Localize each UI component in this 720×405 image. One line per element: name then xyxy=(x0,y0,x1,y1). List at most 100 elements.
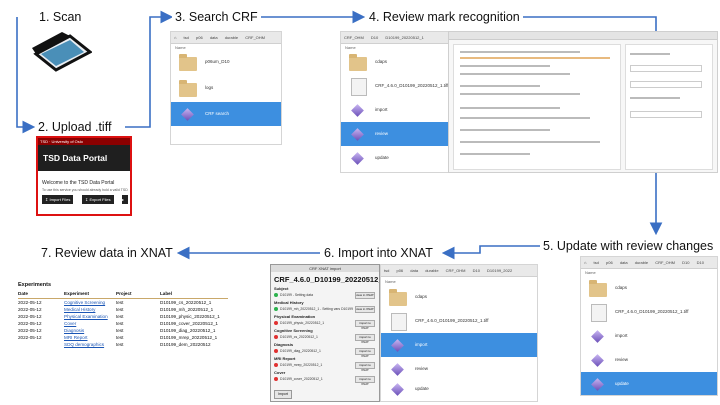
table-cell: 2022-05-12 xyxy=(18,300,42,305)
file-row[interactable]: review xyxy=(381,357,537,381)
file-name: update xyxy=(415,386,429,391)
home-icon[interactable]: ⌂ xyxy=(174,35,177,40)
file-row[interactable]: update xyxy=(341,146,451,170)
file-name: CRF_4.6.0_D10199_20220512_1.tiff xyxy=(615,309,689,314)
table-cell: test xyxy=(116,300,124,305)
path-tab[interactable]: D10 xyxy=(696,260,704,265)
more-button[interactable]: ▸ xyxy=(122,195,128,204)
tsd-hint-text: To use this service you should already h… xyxy=(42,188,128,192)
experiment-link[interactable]: Physical Examination xyxy=(64,314,108,319)
form-side-panel xyxy=(625,44,713,170)
path-tab[interactable]: CRF_OHM xyxy=(655,260,675,265)
file-row-selected[interactable]: CRF search xyxy=(171,102,281,126)
path-tab[interactable]: CRF_OHM xyxy=(344,35,364,40)
import-to-xnat-button[interactable]: import to XNAT xyxy=(355,320,375,330)
path-tab[interactable]: tsd xyxy=(384,268,390,273)
file-row-selected[interactable]: review xyxy=(341,122,451,146)
column-header[interactable]: Label xyxy=(160,291,172,296)
file-row[interactable]: import xyxy=(581,324,717,348)
section-title: Cognitive Screening xyxy=(274,328,313,333)
review-form-screenshot xyxy=(448,31,718,173)
export-files-label: Export Files xyxy=(89,197,111,202)
view-in-xnat-button[interactable]: view in XNAT xyxy=(355,306,375,313)
file-row[interactable]: cdaps xyxy=(341,50,451,74)
file-row[interactable]: CRF_4.6.0_D10199_20220512_1.tiff xyxy=(381,309,537,333)
import-files-button[interactable]: ↥ Import Files xyxy=(42,195,74,204)
export-files-button[interactable]: ↧ Export Files xyxy=(82,195,114,204)
section-item: D10199_cs_20220512_1 xyxy=(274,335,318,340)
import-button[interactable]: Import xyxy=(274,390,292,399)
search-crf-window: ⌂ tsd p06 data durable CRF_OHM Name p06u… xyxy=(170,31,282,145)
file-row[interactable]: logs xyxy=(171,76,281,100)
path-tab[interactable]: tsd xyxy=(593,260,599,265)
file-row[interactable]: import xyxy=(341,98,451,122)
import-to-xnat-button[interactable]: import to XNAT xyxy=(355,376,375,386)
document-icon xyxy=(391,313,407,331)
section-item: D10199 - Setting data xyxy=(274,293,313,298)
experiment-link[interactable]: Medical History xyxy=(64,307,96,312)
experiment-link[interactable]: Cognitive Screening xyxy=(64,300,106,305)
section-title: Physical Examination xyxy=(274,314,316,319)
path-tab[interactable]: tsd xyxy=(183,35,189,40)
file-name: p06um_D10 xyxy=(205,59,230,64)
path-tab[interactable]: p06 xyxy=(606,260,613,265)
file-name: import xyxy=(375,107,388,112)
view-in-xnat-button[interactable]: view in XNAT xyxy=(355,292,375,299)
path-tab[interactable]: data xyxy=(410,268,419,273)
path-tab[interactable]: D10199_2022 xyxy=(487,268,513,273)
experiment-link[interactable]: MRI Report xyxy=(64,335,88,340)
file-row[interactable]: review xyxy=(581,348,717,372)
file-row-selected[interactable]: update xyxy=(581,372,717,395)
item-text: D10199 - Setting data xyxy=(280,293,313,297)
path-tab[interactable]: D10199_20220512_1 xyxy=(385,35,424,40)
import-to-xnat-button[interactable]: import to XNAT xyxy=(355,348,375,358)
file-row[interactable]: cdaps xyxy=(381,285,537,309)
file-row[interactable]: update xyxy=(381,377,537,401)
folder-icon xyxy=(179,54,197,71)
form-page xyxy=(453,44,621,170)
section-title: Medical History xyxy=(274,300,304,305)
path-tab[interactable]: p06 xyxy=(196,35,203,40)
table-cell: 2022-05-12 xyxy=(18,314,42,319)
import-files-label: Import Files xyxy=(49,197,71,202)
path-bar: ⌂ tsd p06 data durable CRF_OHM xyxy=(171,32,281,44)
table-cell: test xyxy=(116,314,124,319)
path-tab[interactable]: D10 xyxy=(472,268,480,273)
file-name: cdaps xyxy=(375,59,388,64)
column-header[interactable]: Project xyxy=(116,291,132,296)
path-tab[interactable]: durable xyxy=(634,260,649,265)
file-row[interactable]: CRF_4.6.0_D10199_20220512_1.tiff xyxy=(341,74,451,98)
column-header[interactable]: Experiment xyxy=(64,291,90,296)
section-title: Diagnosis xyxy=(274,342,294,347)
experiment-link[interactable]: Diagnosis xyxy=(64,328,85,333)
step-4-label: 4. Review mark recognition xyxy=(366,9,523,25)
path-tab[interactable]: data xyxy=(619,260,628,265)
path-tab[interactable]: D10 xyxy=(370,35,379,40)
app-icon xyxy=(391,383,404,396)
import-to-xnat-button[interactable]: import to XNAT xyxy=(355,362,375,372)
arrow-upload-to-search xyxy=(125,10,174,128)
path-tab[interactable]: CRF_OHM xyxy=(245,35,265,40)
column-header[interactable]: Date xyxy=(18,291,28,296)
path-tab[interactable]: durable xyxy=(224,35,239,40)
home-icon[interactable]: ⌂ xyxy=(584,260,587,265)
file-row[interactable]: cdaps xyxy=(581,276,717,300)
folder-icon xyxy=(349,54,367,71)
file-row-selected[interactable]: import xyxy=(381,333,537,357)
dialog-title: CRF XNAT import xyxy=(271,265,379,272)
path-tab[interactable]: p06 xyxy=(396,268,404,273)
experiment-link[interactable]: Cover xyxy=(64,321,77,326)
file-row[interactable]: CRF_4.6.0_D10199_20220512_1.tiff xyxy=(581,300,717,324)
experiment-link[interactable]: SDQ demographics xyxy=(64,342,105,347)
path-tab[interactable]: durable xyxy=(425,268,439,273)
item-text: D10199_cover_20220512_1 xyxy=(280,377,323,381)
path-tab[interactable]: D10 xyxy=(682,260,690,265)
step-5-label: 5. Update with review changes xyxy=(540,238,717,254)
step-7-label: 7. Review data in XNAT xyxy=(38,245,176,261)
file-row[interactable]: p06um_D10 xyxy=(171,50,281,74)
path-tab[interactable]: data xyxy=(209,35,218,40)
path-tab[interactable]: CRF_OHM xyxy=(445,268,466,273)
table-cell: test xyxy=(116,307,124,312)
review-file-window: CRF_OHM D10 D10199_20220512_1 Name cdaps… xyxy=(340,31,452,173)
import-to-xnat-button[interactable]: import to XNAT xyxy=(355,334,375,344)
